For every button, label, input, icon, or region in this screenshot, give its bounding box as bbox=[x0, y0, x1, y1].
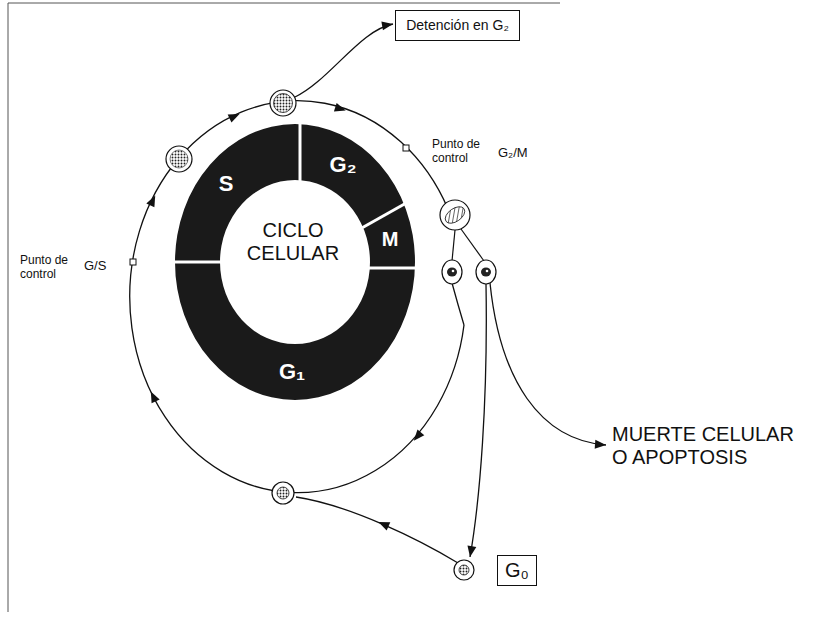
arrowhead bbox=[410, 430, 424, 444]
checkpoint-name: G/S bbox=[84, 259, 106, 274]
checkpoint-label: Punto de control bbox=[20, 254, 80, 282]
daughter-cell bbox=[476, 260, 496, 284]
daughter-cell bbox=[442, 260, 462, 284]
mitotic-spindle bbox=[442, 203, 467, 226]
checkpoint-marker bbox=[403, 145, 409, 151]
cell bbox=[272, 482, 294, 504]
phase-label: G₂ bbox=[330, 152, 357, 177]
checkpoint-name: G₂/M bbox=[498, 146, 528, 161]
phase-divider bbox=[360, 202, 408, 229]
cell-nucleus bbox=[447, 268, 457, 277]
frame-line bbox=[8, 3, 560, 4]
arrowhead bbox=[595, 440, 607, 450]
mitotic-cell bbox=[440, 200, 470, 230]
phase-divider bbox=[368, 267, 417, 270]
arrowhead bbox=[466, 545, 477, 557]
cell bbox=[166, 146, 192, 172]
quiescent-cell bbox=[454, 560, 474, 580]
phase-text: G₀ bbox=[505, 559, 529, 582]
arrowhead bbox=[146, 194, 159, 208]
quiescence-path bbox=[470, 284, 486, 557]
outcome-label: MUERTE CELULAR O APOPTOSIS bbox=[612, 423, 804, 469]
cycle-path bbox=[130, 101, 464, 493]
arrest-path bbox=[295, 24, 393, 97]
cell-nucleus bbox=[170, 150, 188, 168]
phase-divider bbox=[173, 261, 222, 264]
phase-label: G₁ bbox=[279, 359, 305, 384]
arrowhead bbox=[228, 110, 242, 123]
phase-label: S bbox=[219, 171, 234, 196]
cell bbox=[270, 90, 296, 116]
division-line bbox=[461, 229, 484, 261]
cycle-path bbox=[452, 283, 464, 325]
cell-nucleus bbox=[277, 487, 289, 499]
nucleolus bbox=[486, 270, 489, 273]
phase-divider bbox=[299, 122, 302, 182]
checkpoint-marker bbox=[130, 259, 136, 265]
frame-line bbox=[8, 3, 9, 612]
arrowhead bbox=[334, 103, 347, 115]
arrowhead bbox=[381, 20, 393, 31]
arrest-box: Detención en G₂ bbox=[395, 10, 520, 41]
arrest-text: Detención en G₂ bbox=[406, 17, 509, 33]
reentry-path bbox=[296, 497, 458, 563]
phase-box: G₀ bbox=[497, 555, 537, 586]
center-title: CICLO CELULAR bbox=[243, 219, 343, 265]
nucleolus bbox=[452, 270, 455, 273]
cell-nucleus bbox=[459, 565, 469, 575]
cell-nucleus bbox=[481, 268, 491, 277]
arrowhead bbox=[377, 518, 391, 531]
division-line bbox=[452, 230, 455, 261]
cell-nucleus bbox=[274, 94, 293, 113]
phase-label: M bbox=[382, 228, 399, 251]
apoptosis-path bbox=[490, 283, 606, 445]
checkpoint-label: Punto de control bbox=[432, 138, 492, 166]
arrowhead bbox=[147, 390, 160, 404]
